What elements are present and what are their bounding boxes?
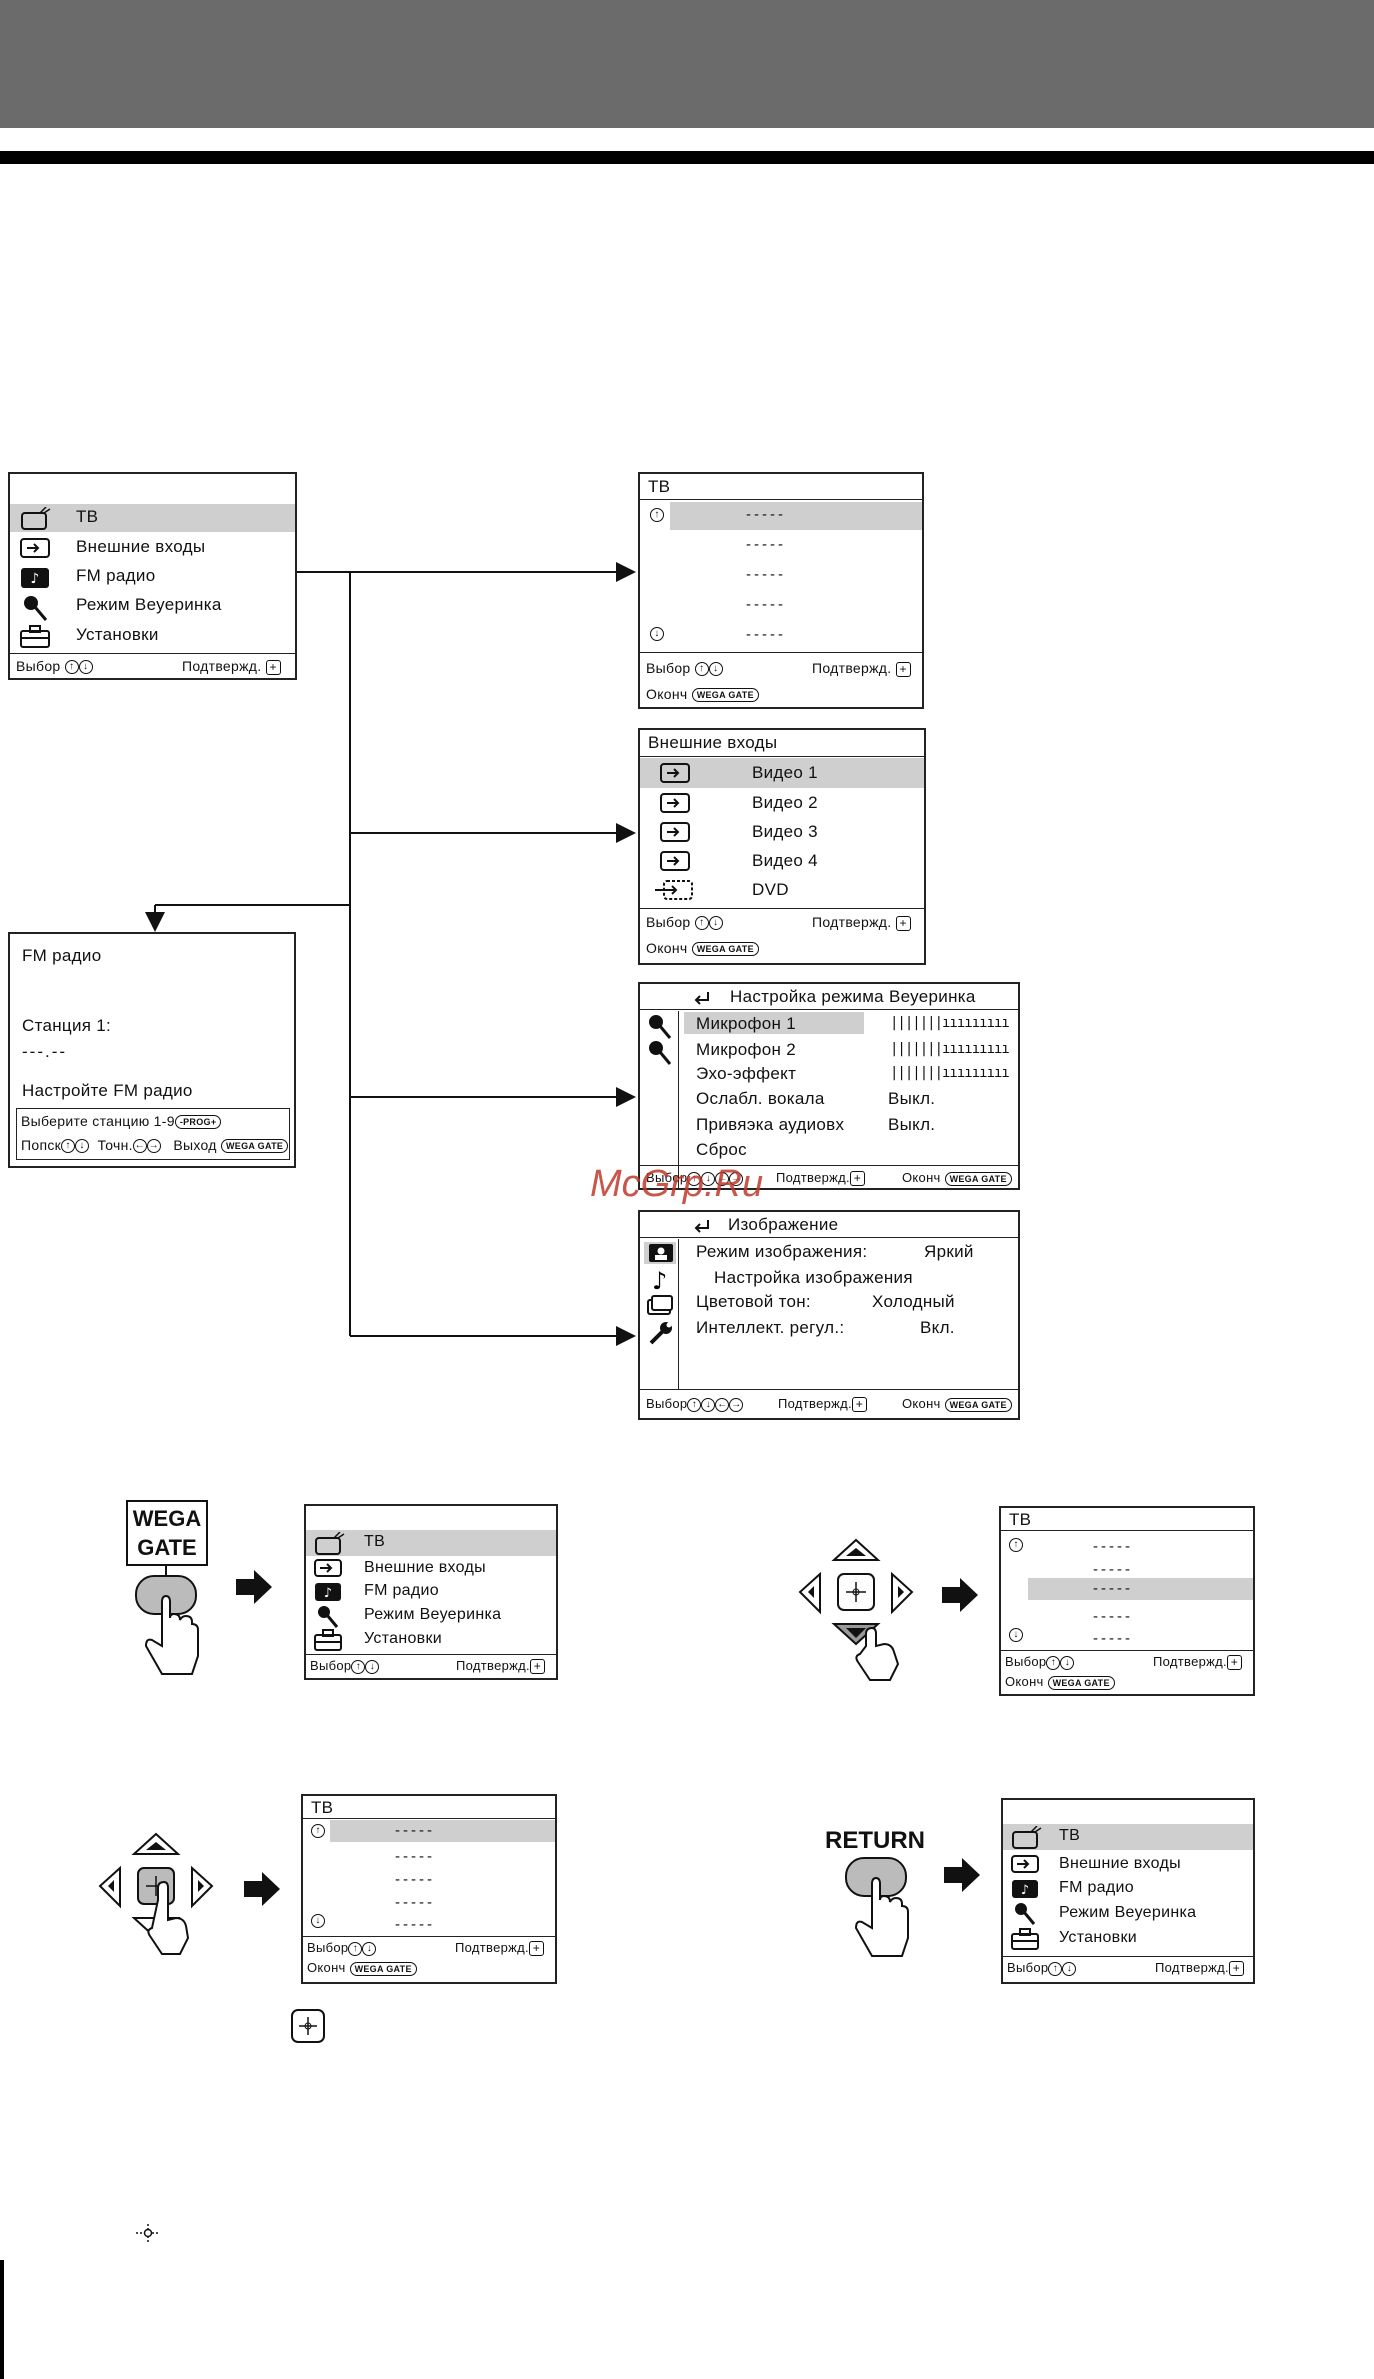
- tv-icon: [21, 507, 51, 530]
- dvd-input-icon: [655, 880, 693, 900]
- tv-icon: [315, 1532, 345, 1555]
- wega-gate-button[interactable]: [122, 1566, 242, 1686]
- microphone-icon: [649, 1015, 672, 1039]
- dpad-center[interactable]: [96, 1830, 226, 1980]
- step4-main-menu: ТВ Внешние входы ♪ FM радио Режим Веуери…: [1001, 1798, 1255, 1984]
- input-row[interactable]: Видео 4: [640, 847, 924, 875]
- input-icon: [660, 763, 690, 783]
- page-edge-rule: [0, 2260, 4, 2379]
- toolbox-icon: [314, 1629, 342, 1651]
- arrow-right-icon: [942, 1578, 978, 1612]
- picture-menu: Изображение ♪ Режим изображения: Яркий Н…: [638, 1210, 1020, 1420]
- wrench-icon: [649, 1322, 672, 1345]
- header-band: [0, 0, 1374, 128]
- up-icon: ↑: [311, 1824, 325, 1838]
- hand-icon: [855, 1626, 900, 1681]
- fm-menu: FM радио Станция 1: ---.-- Настройте FM …: [8, 932, 296, 1168]
- down-icon: ↓: [650, 627, 664, 641]
- music-icon: ♪: [315, 1583, 341, 1601]
- music-icon: ♪: [652, 1268, 668, 1292]
- header-rule: [0, 151, 1374, 164]
- down-icon: ↓: [1009, 1628, 1023, 1642]
- music-icon: ♪: [21, 568, 49, 588]
- return-label: RETURN: [825, 1827, 925, 1854]
- input-row[interactable]: Видео 2: [640, 789, 924, 817]
- hand-icon: [144, 1594, 199, 1675]
- party-row-label[interactable]: Микрофон 1: [696, 1014, 797, 1033]
- flow-arrows: [145, 562, 636, 1346]
- microphone-icon: [318, 1606, 339, 1628]
- arrow-right-icon: [244, 1872, 280, 1906]
- input-icon: [20, 538, 50, 558]
- main-menu: ТВ Внешние входы ♪ FM радио Режим Веуери…: [8, 472, 297, 680]
- tv-row[interactable]: -----: [746, 596, 786, 613]
- arrow-right-icon: [944, 1858, 980, 1892]
- menu-item-inputs[interactable]: Внешние входы: [10, 534, 295, 562]
- toolbox-icon: [1011, 1928, 1039, 1950]
- svg-text:♪: ♪: [30, 571, 39, 587]
- microphone-icon: [24, 596, 48, 621]
- tv-row[interactable]: -----: [746, 566, 786, 583]
- input-row[interactable]: Видео 3: [640, 818, 924, 846]
- tv-menu: ТВ ↑ ----- ----- ----- ----- ----- ↓ Выб…: [638, 472, 924, 709]
- svg-text:♪: ♪: [1021, 1883, 1030, 1898]
- center-icon: [291, 2009, 325, 2043]
- input-icon: [660, 851, 690, 871]
- step2-tv-menu: ТВ ↑ ----- ----- ----- ----- ↓ ----- Выб…: [999, 1506, 1255, 1696]
- dpad-down[interactable]: [796, 1536, 926, 1686]
- input-icon: [660, 793, 690, 813]
- inputs-menu: Внешние входы Видео 1 Видео 2 Видео 3 Ви…: [638, 728, 926, 965]
- menu-item-tv[interactable]: ТВ: [10, 504, 295, 532]
- picture-icon: [649, 1244, 673, 1262]
- return-button[interactable]: [836, 1856, 946, 1976]
- arrow-right-icon: [236, 1570, 272, 1604]
- tv-row[interactable]: -----: [746, 536, 786, 553]
- party-menu: Настройка режима Веуеринка Микрофон 1 ||…: [638, 982, 1020, 1190]
- footer-confirm: Подтвержд. +: [182, 658, 281, 675]
- tv-menu-title: ТВ: [648, 477, 671, 496]
- svg-text:♪: ♪: [652, 1268, 668, 1292]
- step1-main-menu: ТВ Внешние входы ♪ FM радио Режим Веуери…: [304, 1504, 558, 1680]
- tv-row[interactable]: -----: [746, 626, 786, 643]
- toolbox-icon: [20, 625, 50, 648]
- menu-item-settings[interactable]: Установки: [10, 622, 295, 650]
- menu-item-fm[interactable]: ♪ FM радио: [10, 563, 295, 591]
- input-icon: [660, 822, 690, 842]
- wega-gate-label: WEGA GATE: [126, 1500, 208, 1566]
- hand-icon: [147, 1880, 190, 1955]
- up-icon: ↑: [1009, 1538, 1023, 1552]
- input-row[interactable]: DVD: [640, 876, 924, 904]
- menu-item-party[interactable]: Режим Веуеринка: [10, 592, 295, 621]
- inputs-menu-title: Внешние входы: [648, 733, 778, 752]
- svg-text:♪: ♪: [324, 1586, 333, 1601]
- down-icon: ↓: [311, 1914, 325, 1928]
- center-icon: [136, 2224, 160, 2242]
- input-icon: [1011, 1855, 1039, 1873]
- tv-row[interactable]: -----: [670, 502, 922, 530]
- return-icon: [694, 992, 709, 1005]
- hand-icon: [854, 1876, 909, 1957]
- fm-hint-box: Выберите станцию 1-9-PROG+ Попск↑↓ Точн.…: [16, 1108, 290, 1160]
- screen-icon: [647, 1295, 673, 1315]
- input-icon: [314, 1559, 342, 1577]
- microphone-icon: [649, 1041, 672, 1065]
- watermark: McGrp.Ru: [590, 1163, 764, 1205]
- input-row[interactable]: Видео 1: [640, 758, 924, 788]
- step3-tv-menu: ТВ ↑ ----- ----- ----- ----- ↓ ----- Выб…: [301, 1794, 557, 1984]
- fm-menu-title: FM радио: [22, 946, 102, 965]
- return-icon: [694, 1220, 709, 1233]
- tv-icon: [1012, 1826, 1042, 1849]
- footer-select: Выбор ↑↓: [16, 658, 93, 675]
- microphone-icon: [1015, 1903, 1036, 1925]
- music-icon: ♪: [1012, 1880, 1038, 1898]
- up-icon: ↑: [650, 508, 664, 522]
